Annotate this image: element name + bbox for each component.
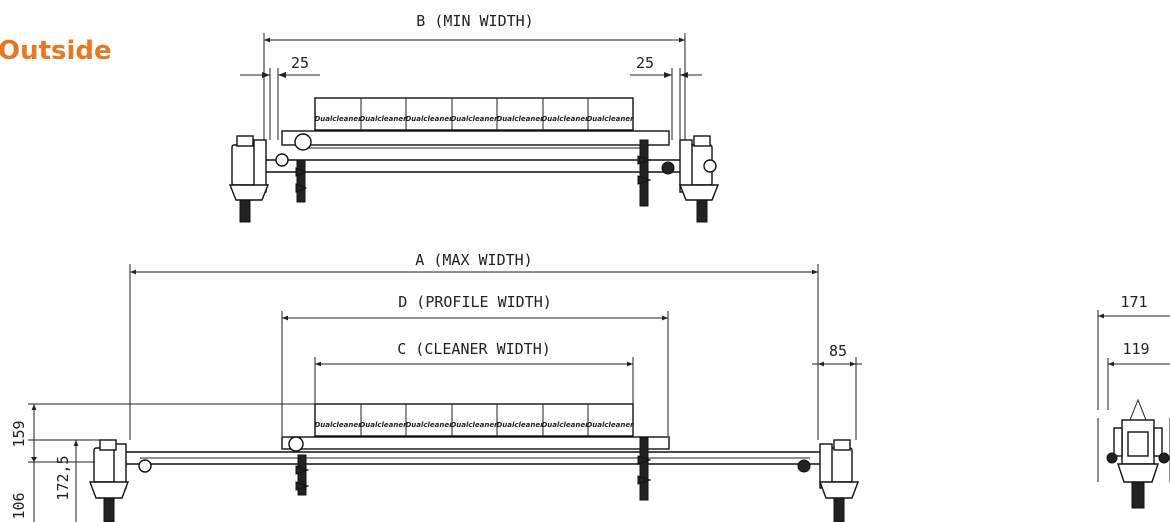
- front-left-mount: [88, 436, 310, 522]
- svg-text:Dualcleaner: Dualcleaner: [586, 115, 634, 123]
- side-outer-label: 171: [1120, 293, 1147, 311]
- offset-right-label: 25: [636, 54, 654, 72]
- svg-text:Dualcleaner: Dualcleaner: [359, 421, 407, 429]
- height-total-label: 159: [10, 420, 28, 447]
- svg-text:Dualcleaner: Dualcleaner: [450, 421, 498, 429]
- svg-text:Dualcleaner: Dualcleaner: [541, 421, 589, 429]
- front-blade-strip: Dualcleaner Dualcleaner Dualcleaner Dual…: [314, 403, 634, 437]
- height-low-label: 106: [10, 492, 28, 519]
- svg-text:Dualcleaner: Dualcleaner: [314, 115, 362, 123]
- svg-text:Dualcleaner: Dualcleaner: [541, 115, 589, 123]
- top-right-mount: [637, 135, 720, 223]
- d-dimension-label: D (PROFILE WIDTH): [398, 293, 552, 311]
- front-view: A (MAX WIDTH) D (PROFILE WIDTH) C (CLEAN…: [10, 251, 862, 522]
- top-blade-strip: Dualcleaner Dualcleaner Dualcleaner Dual…: [314, 97, 634, 131]
- b-dimension-label: B (MIN WIDTH): [416, 12, 533, 30]
- side-view: 171 119: [1097, 293, 1170, 509]
- svg-text:Dualcleaner: Dualcleaner: [450, 115, 498, 123]
- svg-text:Dualcleaner: Dualcleaner: [496, 421, 544, 429]
- side-inner-label: 119: [1122, 340, 1149, 358]
- svg-text:Dualcleaner: Dualcleaner: [314, 421, 362, 429]
- svg-text:Dualcleaner: Dualcleaner: [405, 421, 453, 429]
- section-heading: Outside: [0, 36, 112, 66]
- end-offset-label: 85: [829, 342, 847, 360]
- a-dimension-label: A (MAX WIDTH): [415, 251, 532, 269]
- svg-text:Dualcleaner: Dualcleaner: [586, 421, 634, 429]
- top-left-mount: [228, 133, 312, 223]
- svg-text:Dualcleaner: Dualcleaner: [496, 115, 544, 123]
- front-right-mount: [637, 437, 860, 522]
- svg-text:Dualcleaner: Dualcleaner: [405, 115, 453, 123]
- svg-text:Dualcleaner: Dualcleaner: [359, 115, 407, 123]
- c-dimension-label: C (CLEANER WIDTH): [397, 340, 551, 358]
- height-mid-label: 172,5: [54, 455, 72, 500]
- offset-left-label: 25: [291, 54, 309, 72]
- top-view: B (MIN WIDTH) 25 25: [228, 12, 720, 223]
